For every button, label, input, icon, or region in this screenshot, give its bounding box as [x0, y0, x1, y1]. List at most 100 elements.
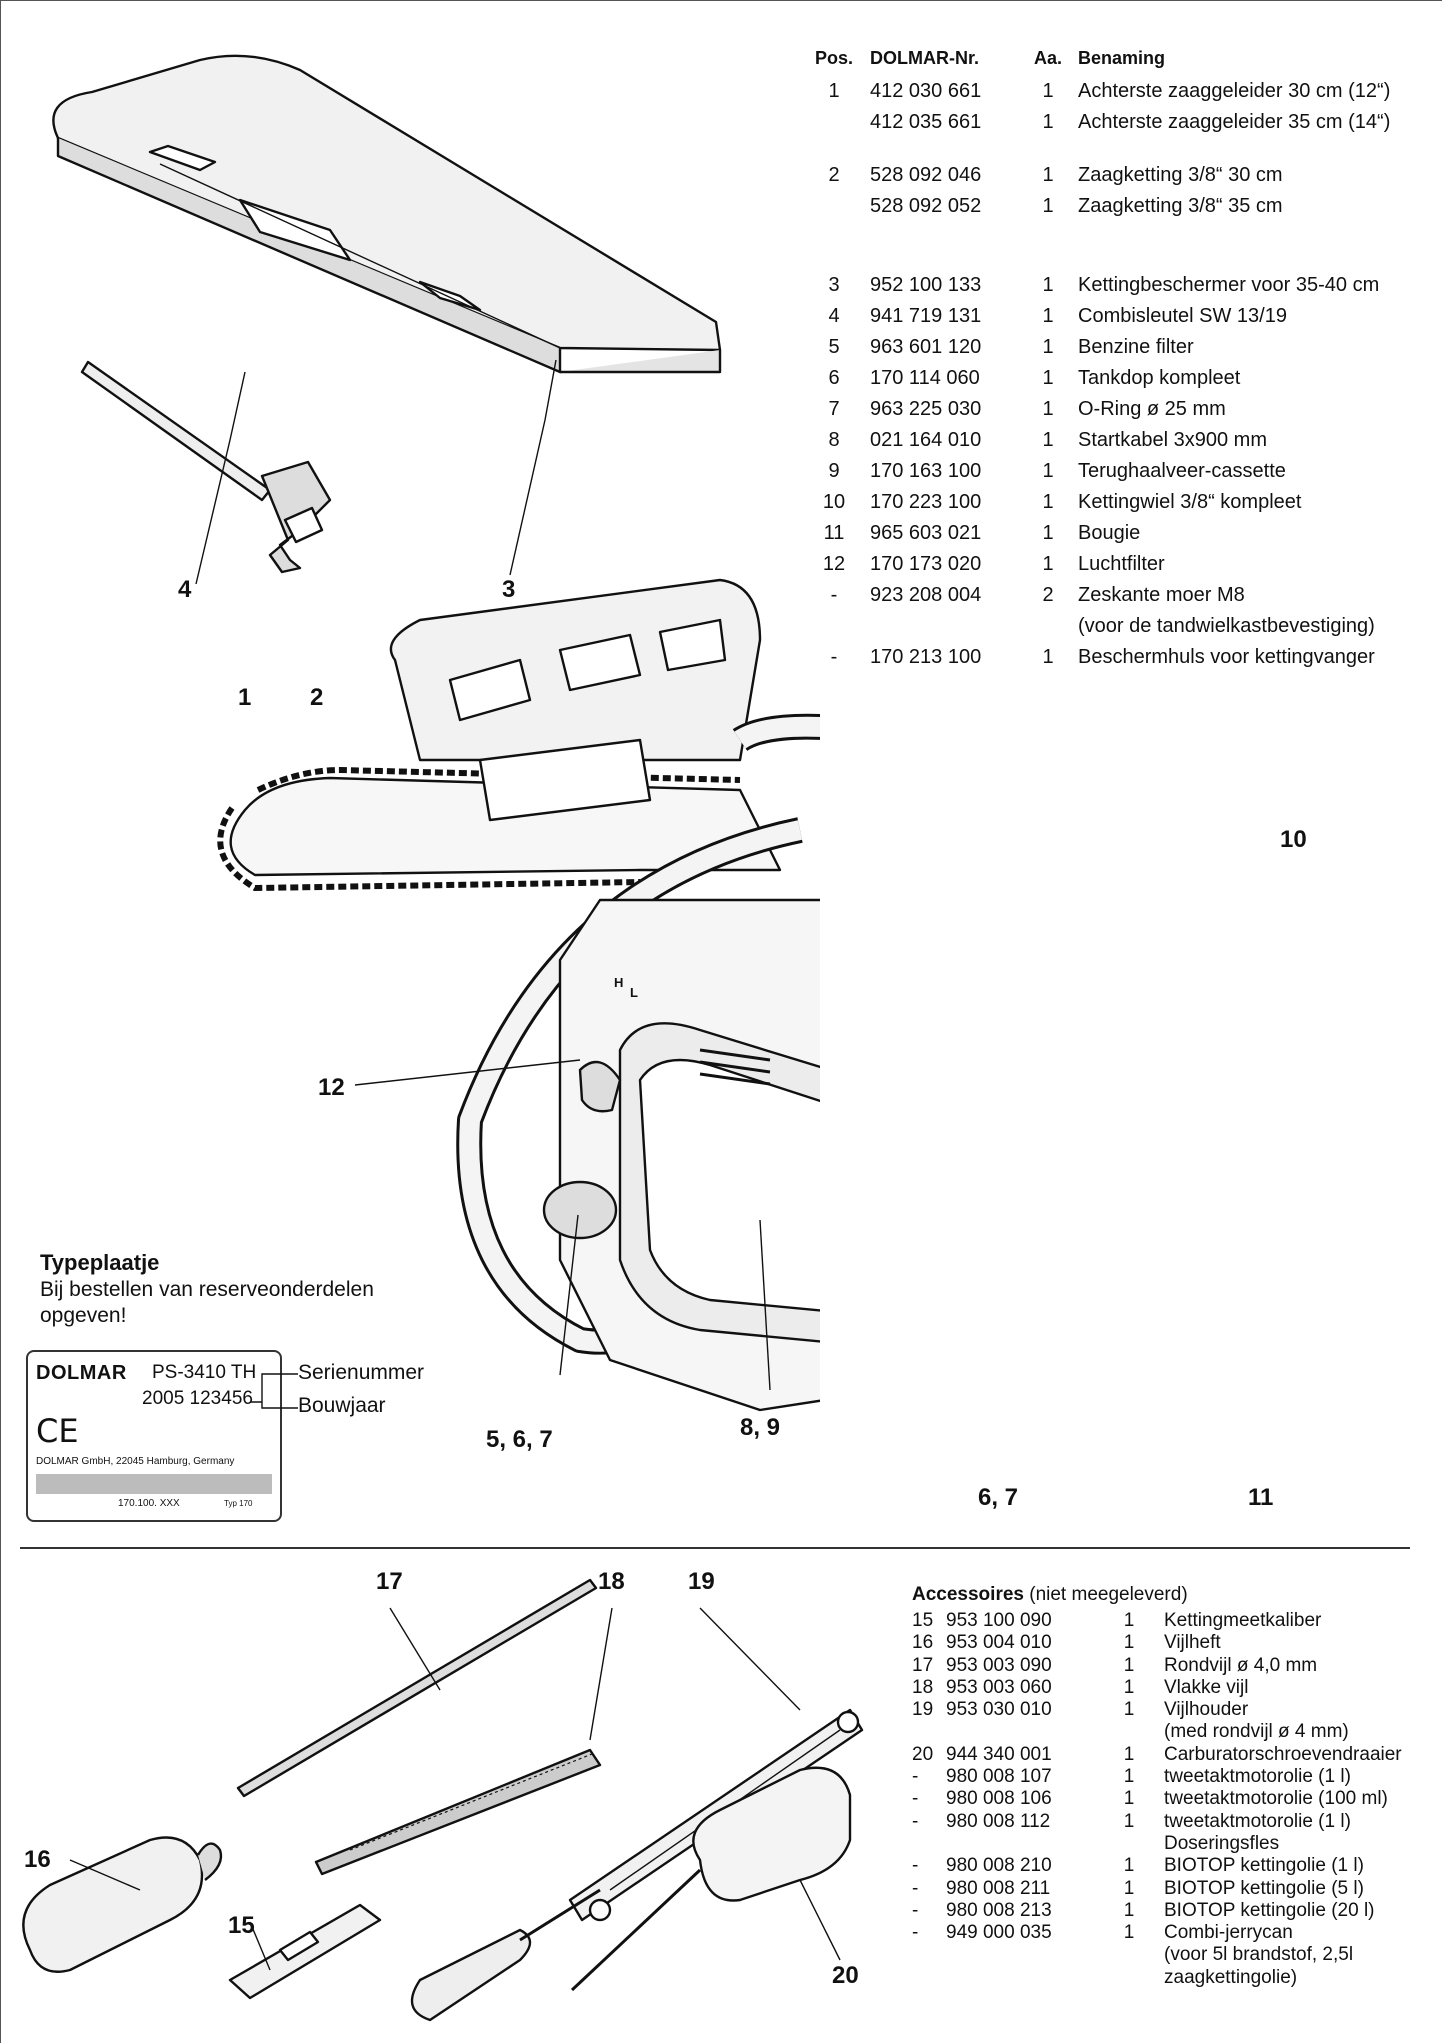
parts-illustration [52, 54, 820, 1412]
cell-aa: 1 [1042, 305, 1054, 327]
cell-nr: 412 035 661 [870, 111, 982, 133]
cell-pos: 8 [828, 429, 840, 451]
cell-name: Zaagketting 3/8“ 35 cm [1078, 195, 1283, 217]
cell-aa: 1 [1042, 553, 1054, 575]
cell-aa: 1 [1042, 398, 1054, 420]
cell-pos: 9 [828, 460, 840, 482]
cell-pos: 3 [828, 274, 840, 296]
combi-wrench-drawing [80, 360, 332, 574]
cell-pos: - [912, 1855, 919, 1877]
header-aa: Aa. [1033, 48, 1062, 68]
callout-6-7: 6, 7 [978, 1484, 1019, 1511]
cell-nr: 170 114 060 [870, 367, 980, 389]
cell-pos: 1 [828, 80, 840, 102]
cell-nr: 963 601 120 [870, 336, 982, 358]
accessories-illustration [22, 1578, 864, 2022]
cell-nr: 980 008 112 [946, 1810, 1051, 1832]
type-plate: DOLMAR PS-3410 TH 2005 123456 CE DOLMAR … [26, 1350, 282, 1522]
cell-name: Luchtfilter [1078, 553, 1165, 575]
typeplate-title: Typeplaatje [40, 1250, 160, 1275]
cell-aa: 1 [1123, 1610, 1135, 1631]
cell-pos: 4 [828, 305, 840, 327]
cell-aa: 1 [1123, 1632, 1135, 1654]
cell-nr: 953 003 060 [946, 1676, 1052, 1698]
cell-nr: 952 100 133 [870, 274, 982, 296]
cell-pos: 5 [828, 336, 840, 358]
table-row: zaagkettingolie) [912, 1967, 1440, 1989]
cell-aa: 1 [1042, 195, 1054, 217]
callout-18: 18 [598, 1568, 625, 1595]
cell-nr: 021 164 010 [870, 429, 982, 451]
cell-name: Tankdop kompleet [1078, 367, 1241, 389]
cell-aa: 1 [1042, 367, 1054, 389]
table-row: (voor 5l brandstof, 2,5l [912, 1944, 1440, 1966]
cell-name: Bougie [1078, 522, 1141, 544]
callout-11: 11 [1248, 1484, 1274, 1511]
cell-nr: 941 719 131 [870, 305, 982, 327]
mark-h: H [614, 975, 624, 990]
table-row: (voor de tandwielkastbevestiging) [810, 611, 1440, 642]
cell-name: (med rondvijl ø 4 mm) [1164, 1721, 1349, 1743]
cell-aa: 1 [1042, 646, 1054, 668]
cell-aa: 1 [1123, 1788, 1135, 1810]
typeplate-note-line1: Bij bestellen van reserveonderdelen [40, 1278, 374, 1301]
cell-name: (voor 5l brandstof, 2,5l [1164, 1944, 1354, 1966]
chainsaw-drawing [217, 578, 820, 1412]
cell-aa: 1 [1042, 274, 1054, 296]
cell-pos: - [830, 584, 838, 606]
cell-aa: 1 [1123, 1877, 1135, 1899]
cell-name: Kettingwiel 3/8“ kompleet [1078, 491, 1302, 513]
cell-pos: - [830, 646, 838, 668]
cell-nr: 528 092 052 [870, 195, 982, 217]
cell-aa: 1 [1042, 111, 1054, 133]
table-row: (med rondvijl ø 4 mm) [912, 1721, 1440, 1743]
chain-guard-drawing [52, 54, 722, 374]
typeplate-leaders [250, 1373, 298, 1409]
cell-name: BIOTOP kettingolie (5 l) [1164, 1877, 1364, 1899]
cell-nr: 170 213 100 [870, 646, 982, 668]
plate-code: 170.100. XXX [118, 1498, 180, 1509]
cell-name: tweetaktmotorolie (1 l) [1164, 1810, 1351, 1832]
cell-name: Kettingbeschermer voor 35-40 cm [1078, 274, 1380, 296]
cell-nr: 923 208 004 [870, 584, 982, 606]
cell-pos: 19 [912, 1699, 934, 1721]
cell-name: tweetaktmotorolie (100 ml) [1164, 1788, 1388, 1810]
cell-nr: 170 173 020 [870, 553, 982, 575]
cell-pos: 2 [828, 164, 840, 186]
callout-10: 10 [1280, 826, 1307, 853]
cell-nr: 980 008 106 [946, 1788, 1052, 1810]
cell-name: zaagkettingolie) [1164, 1966, 1298, 1988]
callout-2: 2 [310, 684, 324, 711]
cell-pos: - [912, 1766, 919, 1788]
cell-aa: 1 [1123, 1810, 1135, 1832]
cell-aa: 1 [1123, 1699, 1135, 1721]
cell-aa: 1 [1123, 1676, 1135, 1698]
cell-nr: 953 003 090 [946, 1654, 1052, 1676]
cell-name: tweetaktmotorolie (1 l) [1164, 1766, 1351, 1788]
cell-name: Zeskante moer M8 [1078, 584, 1245, 606]
cell-pos: 17 [912, 1654, 934, 1676]
callout-20: 20 [832, 1962, 859, 1989]
cell-aa: 1 [1042, 522, 1054, 544]
plate-serial: 2005 123456 [142, 1388, 253, 1409]
cell-pos: 10 [822, 491, 846, 513]
cell-aa: 1 [1123, 1766, 1135, 1788]
callout-3: 3 [502, 576, 516, 603]
plate-brand: DOLMAR [36, 1362, 127, 1384]
cell-aa: 1 [1123, 1922, 1135, 1944]
